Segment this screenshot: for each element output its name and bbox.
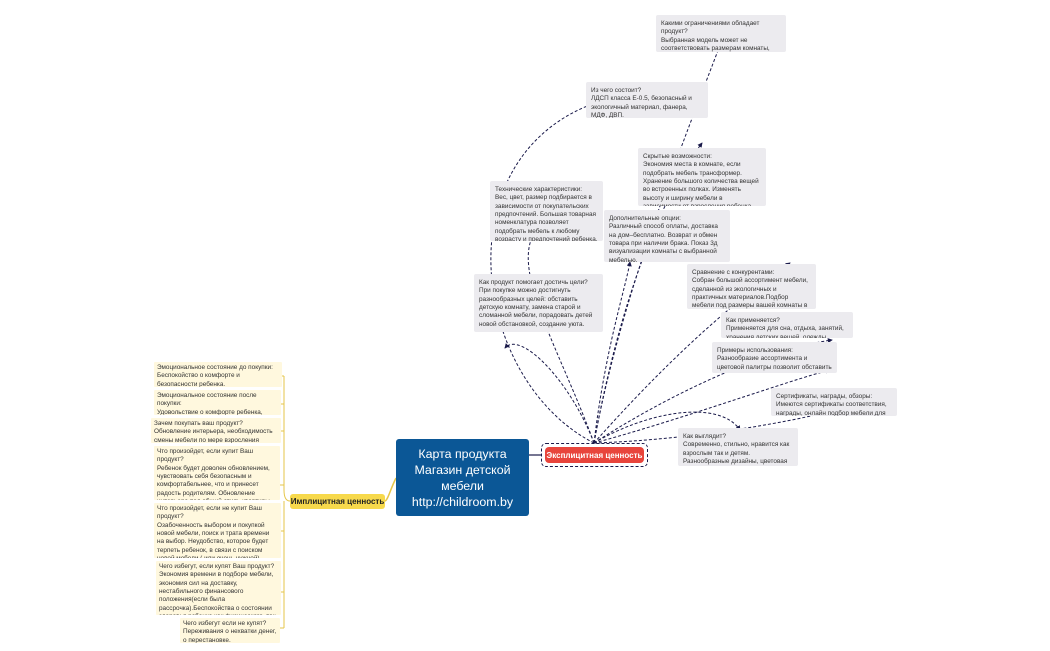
card-composition-text: Из чего состоит? ЛДСП класса Е-0.5, безо… (591, 87, 692, 118)
link-tech (527, 231, 595, 444)
card-emotion-after-text: Эмоциональное состояние после покупки: У… (157, 392, 263, 415)
card-competitors[interactable]: Сравнение с конкурентами: Собран большой… (687, 264, 816, 309)
card-constraints[interactable]: Какими ограничениями обладает продукт? В… (656, 15, 786, 52)
link-look (593, 411, 741, 444)
card-goal[interactable]: Как продукт помогает достичь цели? При п… (474, 274, 603, 332)
card-certificates-text: Сертификаты, награды, обзоры: Имеются се… (776, 393, 887, 416)
card-tech-specs-text: Технические характеристики: Вес, цвет, р… (495, 186, 598, 241)
link-examples (593, 368, 831, 444)
card-avoid-if-buy[interactable]: Чего избегут, если купят Ваш продукт? Эк… (156, 561, 281, 615)
card-usage-examples-text: Примеры использования: Разнообразие ассо… (717, 347, 832, 373)
card-why-buy-text: Зачем покупать ваш продукт? Обновление и… (154, 420, 273, 443)
card-emotion-before-text: Эмоциональное состояние до покупки: Бесп… (157, 364, 273, 387)
card-if-not-buy[interactable]: Что произойдет, если не купит Ваш продук… (154, 503, 281, 558)
link-compare (593, 262, 791, 444)
card-appearance[interactable]: Как выглядит? Современно, стильно, нрави… (678, 428, 798, 466)
central-topic[interactable]: Карта продукта Магазин детской мебели ht… (396, 439, 529, 516)
explicit-value-node[interactable]: Эксплицитная ценность (541, 443, 648, 467)
implicit-value-node[interactable]: Имплицитная ценность (290, 494, 385, 509)
card-competitors-text: Сравнение с конкурентами: Собран большой… (692, 269, 808, 309)
central-topic-title: Карта продукта Магазин детской мебели ht… (411, 446, 514, 509)
link-composition (490, 98, 605, 444)
implicit-value-label: Имплицитная ценность (290, 497, 385, 506)
card-constraints-text: Какими ограничениями обладает продукт? В… (661, 20, 770, 52)
card-usage-examples[interactable]: Примеры использования: Разнообразие ассо… (712, 342, 837, 373)
card-why-buy[interactable]: Зачем покупать ваш продукт? Обновление и… (151, 418, 281, 443)
link-central-implicit (384, 477, 397, 502)
implicit-ticks (280, 375, 284, 629)
card-avoid-if-not-buy[interactable]: Чего избегут если не купят? Переживания … (180, 618, 280, 643)
implicit-trunk (283, 376, 291, 628)
explicit-value-label: Эксплицитная ценность (545, 447, 644, 463)
card-tech-specs[interactable]: Технические характеристики: Вес, цвет, р… (490, 181, 603, 241)
card-application-text: Как применяется? Применяется для сна, от… (726, 317, 844, 338)
card-if-buy[interactable]: Что произойдет, если купит Ваш продукт? … (154, 446, 280, 500)
card-if-not-buy-text: Что произойдет, если не купит Ваш продук… (157, 505, 270, 558)
card-emotion-after[interactable]: Эмоциональное состояние после покупки: У… (154, 390, 281, 415)
card-appearance-text: Как выглядит? Современно, стильно, нрави… (683, 433, 790, 465)
card-certificates[interactable]: Сертификаты, награды, обзоры: Имеются се… (771, 388, 897, 416)
card-hidden-features-text: Скрытые возможности: Экономия места в ко… (643, 153, 759, 206)
link-options (593, 261, 632, 444)
card-extra-options[interactable]: Дополнительные опции: Различный способ о… (604, 210, 730, 262)
link-goal (504, 343, 595, 444)
card-avoid-if-not-buy-text: Чего избегут если не купят? Переживания … (183, 620, 277, 643)
card-application[interactable]: Как применяется? Применяется для сна, от… (721, 312, 853, 338)
card-emotion-before[interactable]: Эмоциональное состояние до покупки: Бесп… (154, 362, 282, 387)
card-hidden-features[interactable]: Скрытые возможности: Экономия места в ко… (638, 148, 766, 206)
card-composition[interactable]: Из чего состоит? ЛДСП класса Е-0.5, безо… (586, 82, 708, 118)
card-if-buy-text: Что произойдет, если купит Ваш продукт? … (157, 448, 272, 500)
card-goal-text: Как продукт помогает достичь цели? При п… (479, 279, 593, 328)
card-avoid-if-buy-text: Чего избегут, если купят Ваш продукт? Эк… (159, 563, 276, 615)
card-extra-options-text: Дополнительные опции: Различный способ о… (609, 215, 718, 262)
